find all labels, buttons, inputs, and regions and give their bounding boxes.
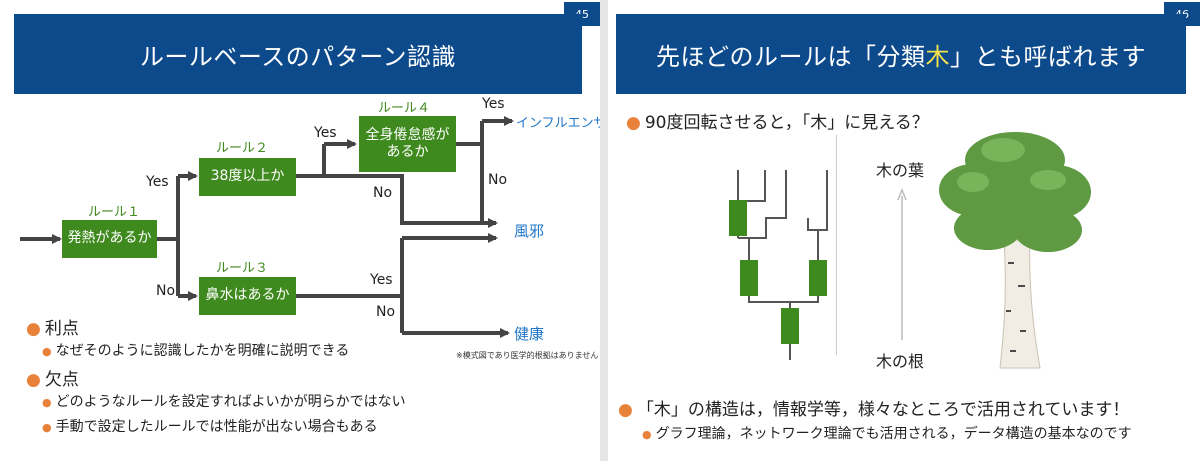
rule3-label: ルール３ bbox=[216, 261, 269, 276]
rule2-box: 38度以上か bbox=[199, 158, 296, 196]
pros-item: ●なぜそのように認識したかを明確に説明できる bbox=[42, 343, 350, 359]
edge-yes-label: Yes bbox=[146, 174, 169, 190]
outcome-healthy: 健康 bbox=[514, 325, 545, 343]
pros-heading: ●利点 bbox=[26, 319, 79, 339]
bullet-icon: ● bbox=[642, 428, 652, 441]
edge-no-label: No bbox=[376, 304, 396, 320]
bullet-icon: ● bbox=[26, 370, 41, 390]
edge-no-label: No bbox=[373, 185, 393, 201]
rule1-label: ルール１ bbox=[88, 205, 141, 220]
bullet-icon: ● bbox=[626, 113, 641, 133]
bullet-icon: ● bbox=[26, 319, 41, 339]
bullet-tree-structure: ●「木」の構造は，情報学等，様々なところで活用されています！ bbox=[618, 400, 1130, 420]
bullet-icon: ● bbox=[42, 421, 52, 434]
cons-heading: ●欠点 bbox=[26, 370, 79, 390]
mini-rule2-box bbox=[740, 260, 758, 296]
rule4-text-line1: 全身倦怠感が bbox=[365, 126, 450, 143]
edge-no-label: No bbox=[488, 172, 508, 188]
mini-rule1-box bbox=[781, 308, 799, 344]
bullet-rotate: ●90度回転させると，「木」に見える？ bbox=[626, 113, 929, 133]
edge-yes-label: Yes bbox=[314, 125, 337, 141]
slide-45: 45 ルールベースのパターン認識 bbox=[14, 2, 600, 435]
rule1-box: 発熱があるか bbox=[62, 220, 157, 258]
cons-item: ●手動で設定したルールでは性能が出ない場合もある bbox=[42, 419, 378, 435]
tree-illustration bbox=[939, 132, 1091, 369]
slide-46: 46 先ほどのルールは「分類木」とも呼ばれます ●90度回転させると，「木」に見… bbox=[608, 0, 1200, 461]
outcome-cold: 風邪 bbox=[514, 222, 545, 240]
rotated-tree-diagram bbox=[729, 135, 837, 360]
rule3-box: 鼻水はあるか bbox=[199, 277, 296, 315]
edge-no-label: No bbox=[156, 283, 176, 299]
cons-item: ●どのようなルールを設定すればよいかが明らかではない bbox=[42, 394, 406, 410]
slide-divider bbox=[600, 0, 608, 461]
rule4-box: 全身倦怠感が あるか bbox=[359, 116, 456, 172]
bullet-icon: ● bbox=[618, 400, 633, 420]
rule4-label: ルール４ bbox=[378, 101, 431, 116]
disclaimer-note: ※模式図であり医学的根拠はありません bbox=[456, 351, 599, 360]
root-label: 木の根 bbox=[876, 352, 925, 371]
edge-yes-label: Yes bbox=[482, 96, 505, 112]
mini-rule3-box bbox=[809, 260, 827, 296]
outcome-influenza: インフルエンザ bbox=[516, 116, 600, 131]
rule2-label: ルール２ bbox=[216, 141, 269, 156]
slide-title: ルールベースのパターン認識 bbox=[14, 14, 582, 94]
sub-bullet-graph-theory: ●グラフ理論，ネットワーク理論でも活用される，データ構造の基本なのです bbox=[642, 426, 1132, 442]
bullet-icon: ● bbox=[42, 396, 52, 409]
slide-title: 先ほどのルールは「分類木」とも呼ばれます bbox=[616, 14, 1186, 94]
up-arrow bbox=[897, 187, 907, 340]
bullet-icon: ● bbox=[42, 345, 52, 358]
title-highlight: 木 bbox=[925, 42, 950, 71]
rule4-text-line2: あるか bbox=[386, 144, 429, 160]
flowchart-arrows bbox=[20, 116, 514, 338]
edge-yes-label: Yes bbox=[370, 272, 393, 288]
leaves-label: 木の葉 bbox=[876, 161, 925, 180]
mini-rule4-box bbox=[729, 200, 747, 236]
